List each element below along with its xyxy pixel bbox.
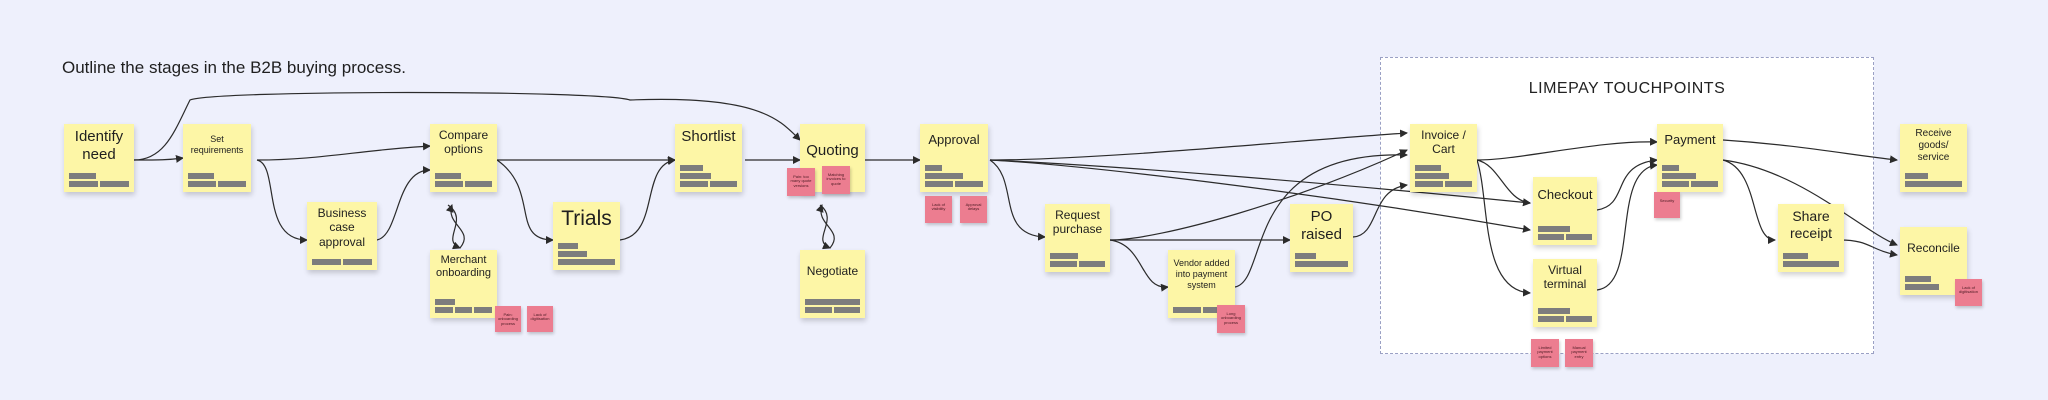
sticky-request-purchase[interactable]: Request purchase	[1045, 204, 1110, 272]
pain-note[interactable]: Lack of digitisation	[1955, 279, 1982, 306]
detail-bars	[1050, 251, 1105, 267]
detail-bars	[312, 257, 372, 265]
sticky-label: Virtual terminal	[1543, 263, 1587, 292]
detail-bars	[1173, 305, 1230, 313]
connector	[1234, 150, 1408, 288]
detail-bars	[680, 163, 737, 187]
sticky-label: Negotiate	[806, 264, 859, 278]
sticky-share-receipt[interactable]: Share receipt	[1778, 204, 1844, 272]
detail-bars	[1905, 274, 1962, 290]
connector	[1109, 149, 1408, 241]
sticky-checkout[interactable]: Checkout	[1533, 177, 1597, 245]
detail-bars	[1415, 163, 1472, 187]
pain-note[interactable]: Matching invoices to quote	[822, 166, 850, 194]
connector	[256, 142, 431, 161]
sticky-label: Receive goods/ service	[1915, 128, 1952, 163]
sticky-label: Checkout	[1537, 187, 1593, 202]
sticky-identify-need[interactable]: Identify need	[64, 124, 134, 192]
sticky-approval[interactable]: Approval	[920, 124, 988, 192]
connector	[133, 154, 184, 163]
sticky-virtual-terminal[interactable]: Virtual terminal	[1533, 259, 1597, 327]
sticky-label: Business case approval	[317, 206, 367, 249]
pain-note[interactable]: Pain: onboarding process	[495, 306, 521, 332]
connector	[819, 204, 831, 250]
sticky-label: Quoting	[806, 142, 859, 159]
pain-note[interactable]: Long onboarding process	[1217, 305, 1245, 333]
detail-bars	[435, 297, 493, 313]
pain-note[interactable]: Security	[1654, 192, 1680, 218]
sticky-trials[interactable]: Trials	[553, 202, 620, 270]
sticky-set-requirements[interactable]: Set requirements	[183, 124, 251, 192]
detail-bars	[1662, 163, 1718, 187]
connector	[496, 159, 554, 244]
detail-bars	[1538, 224, 1592, 240]
sticky-po-raised[interactable]: PO raised	[1290, 204, 1353, 272]
connector	[376, 166, 431, 241]
connector	[815, 204, 835, 249]
detail-bars	[435, 171, 492, 187]
connector	[1722, 159, 1776, 244]
detail-bars	[1905, 171, 1962, 187]
sticky-label: Identify need	[74, 128, 124, 163]
connector	[1722, 139, 1898, 164]
detail-bars	[69, 171, 129, 187]
board-prompt: Outline the stages in the B2B buying pro…	[62, 58, 406, 77]
connector	[989, 159, 1046, 241]
detail-bars	[188, 171, 246, 187]
pain-note[interactable]: Lack of visibility	[925, 196, 952, 223]
detail-bars	[1295, 251, 1348, 267]
pain-note[interactable]: Manual payment entry	[1565, 339, 1593, 367]
connector	[989, 159, 1531, 233]
detail-bars	[805, 297, 860, 313]
sticky-negotiate[interactable]: Negotiate	[800, 250, 865, 318]
detail-bars	[1783, 251, 1839, 267]
sticky-receive-goods[interactable]: Receive goods/ service	[1900, 124, 1967, 192]
frame-title: LIMEPAY TOUCHPOINTS	[1528, 80, 1726, 97]
sticky-label: Approval	[928, 132, 980, 147]
detail-bars	[558, 241, 615, 265]
connector	[1476, 137, 1658, 161]
sticky-label: Compare options	[438, 128, 489, 157]
sticky-label: Vendor added into payment system	[1173, 258, 1230, 290]
sticky-label: Shortlist	[681, 128, 736, 145]
connector	[989, 129, 1408, 161]
sticky-label: Trials	[561, 207, 612, 230]
connector	[1839, 239, 1898, 258]
connector	[133, 91, 801, 161]
pain-note[interactable]: Limited payment options	[1531, 339, 1559, 367]
detail-bars	[1538, 306, 1592, 322]
sticky-label: Share receipt	[1789, 208, 1833, 241]
connector	[989, 159, 1531, 207]
sticky-label: Invoice / Cart	[1421, 128, 1466, 157]
sticky-label: Payment	[1664, 132, 1716, 147]
connector	[445, 204, 465, 249]
connector	[1722, 159, 1898, 247]
connector	[619, 157, 676, 241]
sticky-merchant-onboarding[interactable]: Merchant onboarding	[430, 250, 497, 318]
sticky-business-case-approval[interactable]: Business case approval	[307, 202, 377, 270]
sticky-label: Merchant onboarding	[435, 254, 492, 280]
connector	[1596, 156, 1658, 211]
sticky-label: PO raised	[1301, 208, 1342, 243]
detail-bars	[925, 163, 983, 187]
sticky-label: Reconcile	[1907, 241, 1960, 255]
pain-note[interactable]: Pain: too many quote versions	[787, 168, 815, 196]
pain-note[interactable]: Approval delays	[960, 196, 987, 223]
pain-note[interactable]: Lack of digitisation	[527, 306, 553, 332]
sticky-shortlist[interactable]: Shortlist	[675, 124, 742, 192]
connector	[1596, 161, 1658, 291]
connector	[1476, 159, 1531, 297]
sticky-label: Request purchase	[1052, 208, 1103, 237]
connector	[1476, 159, 1531, 207]
connector	[1109, 239, 1169, 292]
connector	[1352, 181, 1408, 238]
sticky-payment[interactable]: Payment	[1657, 124, 1723, 192]
sticky-label: Set requirements	[190, 134, 244, 155]
connector	[256, 159, 308, 244]
sticky-invoice-cart[interactable]: Invoice / Cart	[1410, 124, 1477, 192]
sticky-compare-options[interactable]: Compare options	[430, 124, 497, 192]
